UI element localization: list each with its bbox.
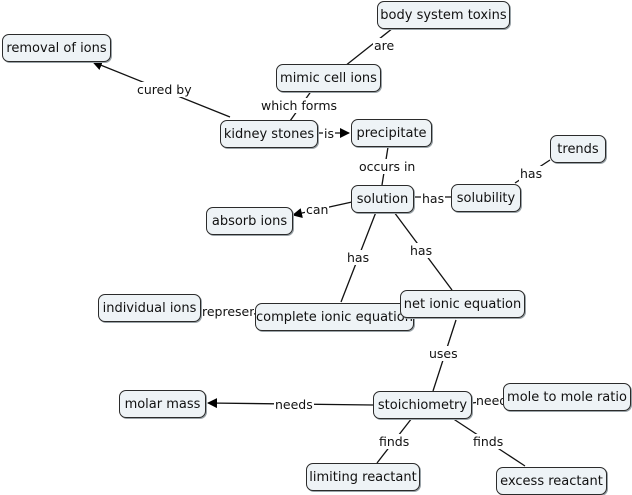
link-label-uses: uses — [428, 346, 459, 361]
node-precipitate[interactable]: precipitate — [351, 119, 432, 147]
node-limiting-reactant[interactable]: limiting reactant — [306, 463, 420, 491]
link-label-has-trends: has — [519, 166, 544, 181]
node-absorb-ions[interactable]: absorb ions — [206, 207, 293, 235]
link-label-can: can — [305, 202, 330, 217]
link-label-needs-molar: needs — [274, 397, 314, 412]
link-label-are: are — [373, 38, 396, 53]
link-line-are — [344, 27, 394, 67]
node-solution[interactable]: solution — [351, 185, 414, 213]
node-stoichiometry[interactable]: stoichiometry — [373, 391, 472, 419]
node-net-ionic-equation[interactable]: net ionic equation — [400, 290, 525, 318]
node-kidney-stones[interactable]: kidney stones — [220, 120, 318, 148]
link-label-needs-ratio: needs — [476, 393, 503, 408]
link-label-finds-limiting: finds — [378, 434, 411, 449]
link-label-finds-excess: finds — [472, 434, 505, 449]
link-label-which-forms: which forms — [260, 98, 339, 113]
node-trends[interactable]: trends — [550, 135, 606, 163]
link-label-has-net: has — [409, 243, 434, 258]
node-solubility[interactable]: solubility — [451, 184, 521, 212]
link-label-is: is — [323, 126, 335, 141]
node-removal-of-ions[interactable]: removal of ions — [2, 34, 111, 62]
link-label-represents: represent — [202, 304, 254, 319]
link-label-has-complete: has — [346, 250, 371, 265]
link-label-cured-by: cured by — [136, 82, 193, 97]
node-mole-to-mole-ratio[interactable]: mole to mole ratio — [503, 383, 631, 411]
link-label-occurs-in: occurs in — [358, 159, 417, 174]
node-complete-ionic-equation[interactable]: complete ionic equation — [255, 303, 414, 331]
node-individual-ions[interactable]: individual ions — [98, 294, 201, 322]
node-molar-mass[interactable]: molar mass — [119, 390, 206, 418]
link-label-has-solubility: has — [421, 191, 446, 206]
node-body-system-toxins[interactable]: body system toxins — [377, 1, 510, 29]
node-mimic-cell-ions[interactable]: mimic cell ions — [276, 64, 381, 92]
node-excess-reactant[interactable]: excess reactant — [496, 467, 607, 495]
